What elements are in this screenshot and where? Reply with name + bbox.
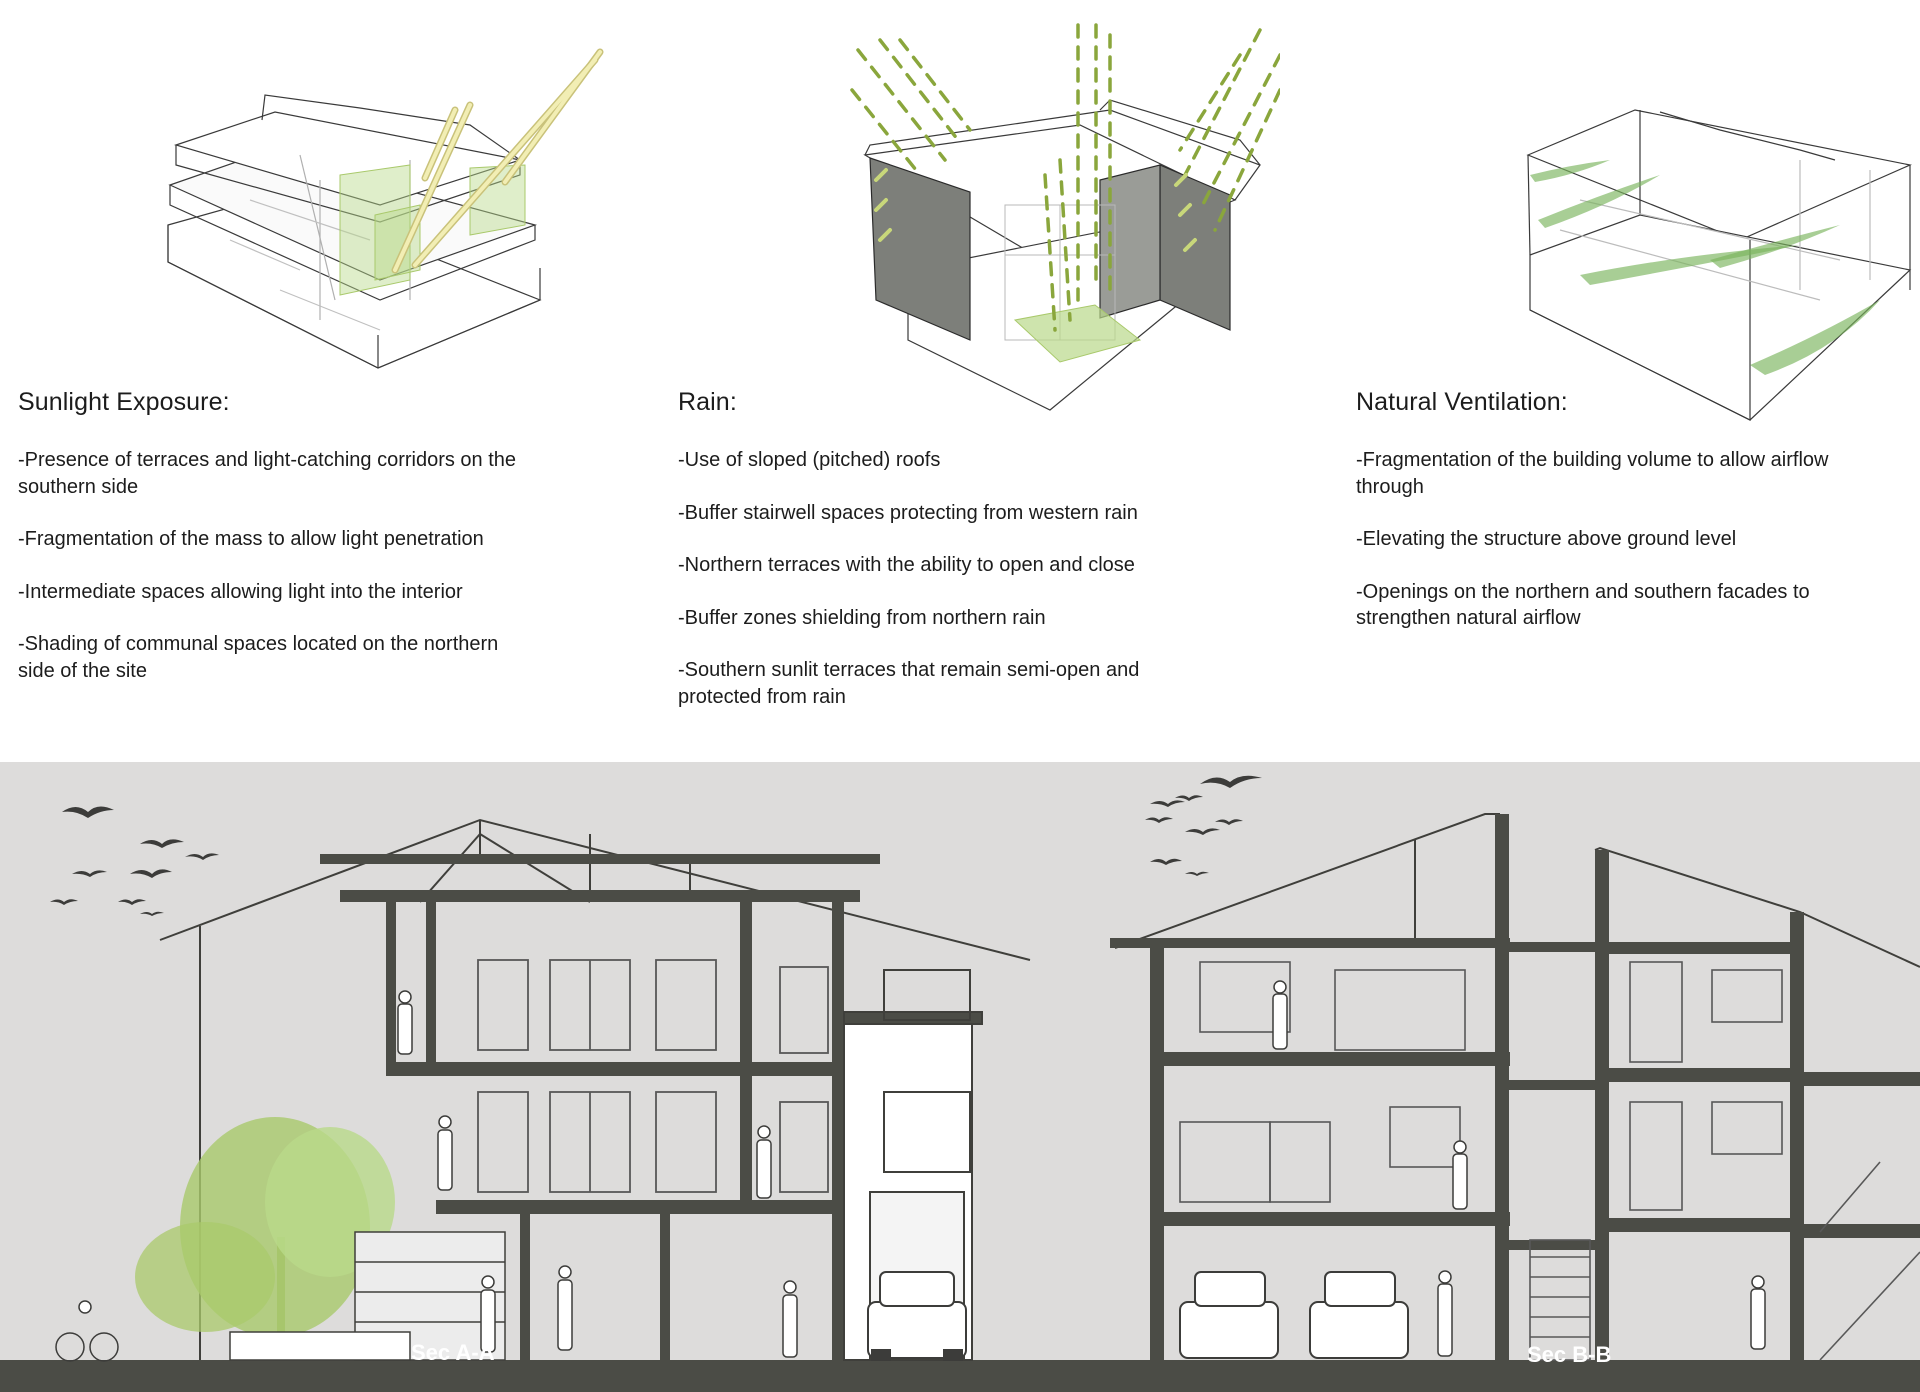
panel-rain: Rain: -Use of sloped (pitched) roofs -Bu… bbox=[678, 388, 1238, 736]
point-list: -Use of sloped (pitched) roofs -Buffer s… bbox=[678, 447, 1238, 710]
section-drawings: Sec A-A Sec B-B bbox=[0, 762, 1920, 1392]
section-illustration bbox=[0, 775, 1920, 1392]
birds bbox=[50, 775, 1262, 916]
point-item: -Elevating the structure above ground le… bbox=[1356, 528, 1737, 550]
point-item: -Buffer zones shielding from northern ra… bbox=[678, 606, 1046, 629]
point-item: -Openings on the northern and southern f… bbox=[1356, 580, 1810, 630]
point-item: -Intermediate spaces allowing light into… bbox=[18, 580, 463, 603]
point-item: -Fragmentation of the mass to allow ligh… bbox=[18, 528, 484, 550]
panel-title: Sunlight Exposure: bbox=[18, 388, 230, 416]
panel-title: Rain: bbox=[678, 388, 737, 416]
ventilation-axonometric bbox=[1526, 109, 1912, 421]
point-list: -Fragmentation of the building volume to… bbox=[1356, 447, 1916, 632]
point-list: -Presence of terraces and light-catching… bbox=[18, 447, 578, 684]
section-a-label: Sec A-A bbox=[411, 1340, 495, 1365]
point-item: -Southern sunlit terraces that remain se… bbox=[678, 659, 1140, 708]
point-item: -Buffer stairwell spaces protecting from… bbox=[678, 501, 1138, 524]
sunlight-diagram bbox=[0, 0, 640, 430]
section-b bbox=[1110, 813, 1920, 1362]
ground bbox=[0, 1360, 1920, 1392]
point-item: -Presence of terraces and light-catching… bbox=[18, 449, 517, 498]
point-item: -Northern terraces with the ability to o… bbox=[678, 554, 1135, 576]
rain-diagram bbox=[640, 0, 1280, 430]
panel-title: Natural Ventilation: bbox=[1356, 388, 1568, 416]
sunlight-axonometric bbox=[167, 48, 604, 369]
point-item: -Use of sloped (pitched) roofs bbox=[678, 449, 941, 471]
panel-ventilation: Natural Ventilation: -Fragmentation of t… bbox=[1356, 388, 1916, 658]
rain-axonometric bbox=[850, 23, 1280, 411]
point-item: -Shading of communal spaces located on t… bbox=[18, 633, 499, 682]
section-a bbox=[55, 818, 1031, 1362]
panel-sunlight: Sunlight Exposure: -Presence of terraces… bbox=[18, 388, 578, 710]
ventilation-diagram bbox=[1280, 0, 1920, 430]
point-item: -Fragmentation of the building volume to… bbox=[1356, 449, 1829, 498]
tree bbox=[135, 1117, 395, 1360]
section-b-label: Sec B-B bbox=[1527, 1342, 1612, 1367]
